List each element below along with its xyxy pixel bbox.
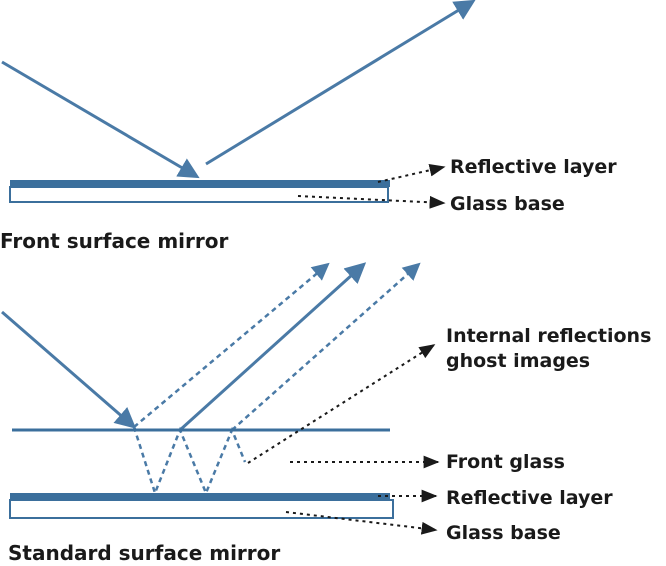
standard-glass-base xyxy=(9,499,394,519)
standard-reflected-ray xyxy=(178,262,367,432)
standard-incident-ray xyxy=(1,310,137,429)
front-reflective-layer-pointer xyxy=(377,163,446,183)
front-mirror-caption: Front surface mirror xyxy=(0,229,228,253)
standard-reflective-layer xyxy=(10,493,390,500)
ghost-ray-right xyxy=(231,262,421,431)
front-reflective-layer-label: Reflective layer xyxy=(450,156,617,178)
standard-surface-mirror: Internal reflections ghost images Front … xyxy=(1,262,651,565)
front-glass-base xyxy=(9,186,389,203)
ghost-ray-left xyxy=(133,262,330,428)
front-reflected-ray xyxy=(205,0,476,166)
front-glass-label: Front glass xyxy=(446,451,565,473)
standard-reflective-layer-label: Reflective layer xyxy=(446,487,613,509)
standard-mirror-caption: Standard surface mirror xyxy=(8,541,280,565)
front-glass-base-label: Glass base xyxy=(450,193,565,215)
standard-glass-base-label: Glass base xyxy=(446,522,561,544)
ghost-images-label-line2: ghost images xyxy=(446,350,590,372)
front-surface-mirror: Reflective layer Glass base Front surfac… xyxy=(0,0,617,253)
internal-reflection-path xyxy=(132,426,247,497)
front-incident-ray xyxy=(1,60,200,179)
ghost-images-label-line1: Internal reflections xyxy=(446,325,651,347)
ghost-images-pointer xyxy=(247,344,436,464)
front-reflective-layer xyxy=(10,180,390,187)
front-glass-base-pointer xyxy=(297,195,446,209)
